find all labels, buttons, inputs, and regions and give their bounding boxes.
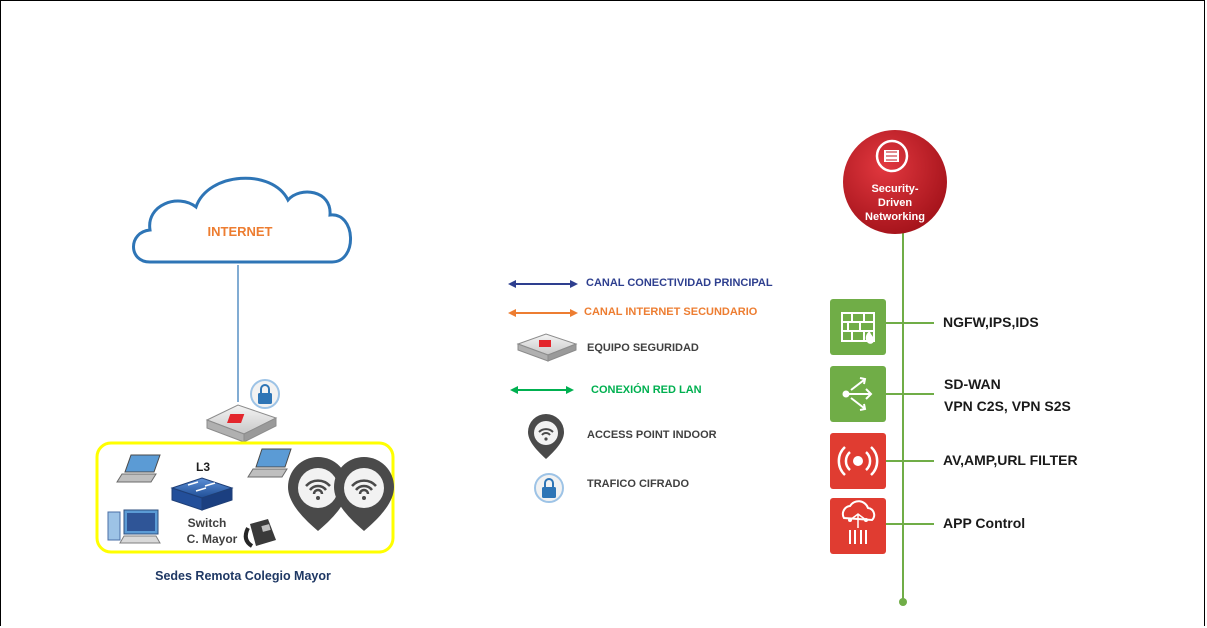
site-lan-box bbox=[95, 441, 395, 554]
switch-name-line2: C. Mayor bbox=[187, 532, 238, 546]
feature-label-av: AV,AMP,URL FILTER bbox=[943, 452, 1078, 468]
laptop-icon bbox=[247, 448, 292, 478]
legend-arrow-secondary bbox=[508, 309, 578, 317]
antivirus-icon bbox=[830, 433, 886, 489]
encryption-lock-icon bbox=[250, 379, 280, 409]
legend-lock-icon bbox=[534, 473, 564, 503]
security-appliance-icon bbox=[205, 404, 278, 443]
sdn-badge-line3: Networking bbox=[865, 211, 925, 223]
legend-label-ap: ACCESS POINT INDOOR bbox=[587, 429, 717, 441]
legend-label-primary: CANAL CONECTIVIDAD PRINCIPAL bbox=[586, 277, 773, 289]
legend-arrow-primary bbox=[508, 280, 578, 288]
legend-label-encrypted: TRAFICO CIFRADO bbox=[587, 478, 690, 490]
legend-label-secondary: CANAL INTERNET SECUNDARIO bbox=[584, 306, 758, 318]
sdn-badge bbox=[843, 130, 947, 234]
switch-l3-label: L3 bbox=[196, 460, 210, 474]
l3-switch-icon bbox=[170, 477, 234, 511]
sdn-trunk-end bbox=[899, 598, 907, 606]
legend-security-appliance-icon bbox=[516, 333, 578, 362]
legend-arrow-lan bbox=[510, 386, 574, 394]
sdn-badge-line1: Security- bbox=[871, 183, 918, 195]
feature-label-ngfw: NGFW,IPS,IDS bbox=[943, 314, 1039, 330]
laptop-icon bbox=[116, 454, 161, 483]
legend-access-point-icon bbox=[528, 414, 564, 459]
feature-label-sdwan: SD-WAN bbox=[944, 376, 1001, 392]
firewall-icon bbox=[830, 299, 886, 355]
sdn-badge-line2: Driven bbox=[878, 197, 913, 209]
ip-phone-icon bbox=[243, 519, 276, 548]
legend-label-security: EQUIPO SEGURIDAD bbox=[587, 342, 699, 354]
sdwan-icon bbox=[830, 366, 886, 422]
site-caption: Sedes Remota Colegio Mayor bbox=[155, 569, 331, 583]
feature-label-app-control: APP Control bbox=[943, 515, 1026, 531]
legend-label-lan: CONEXIÓN RED LAN bbox=[591, 384, 702, 396]
switch-name-line1: Switch bbox=[188, 516, 227, 530]
access-point-icon bbox=[334, 457, 394, 531]
internet-label: INTERNET bbox=[208, 224, 273, 239]
app-control-icon bbox=[830, 498, 886, 554]
feature-label-vpn: VPN C2S, VPN S2S bbox=[944, 398, 1071, 414]
internet-cloud bbox=[132, 176, 352, 264]
access-point-icon bbox=[288, 457, 348, 531]
desktop-pc-icon bbox=[107, 509, 161, 544]
